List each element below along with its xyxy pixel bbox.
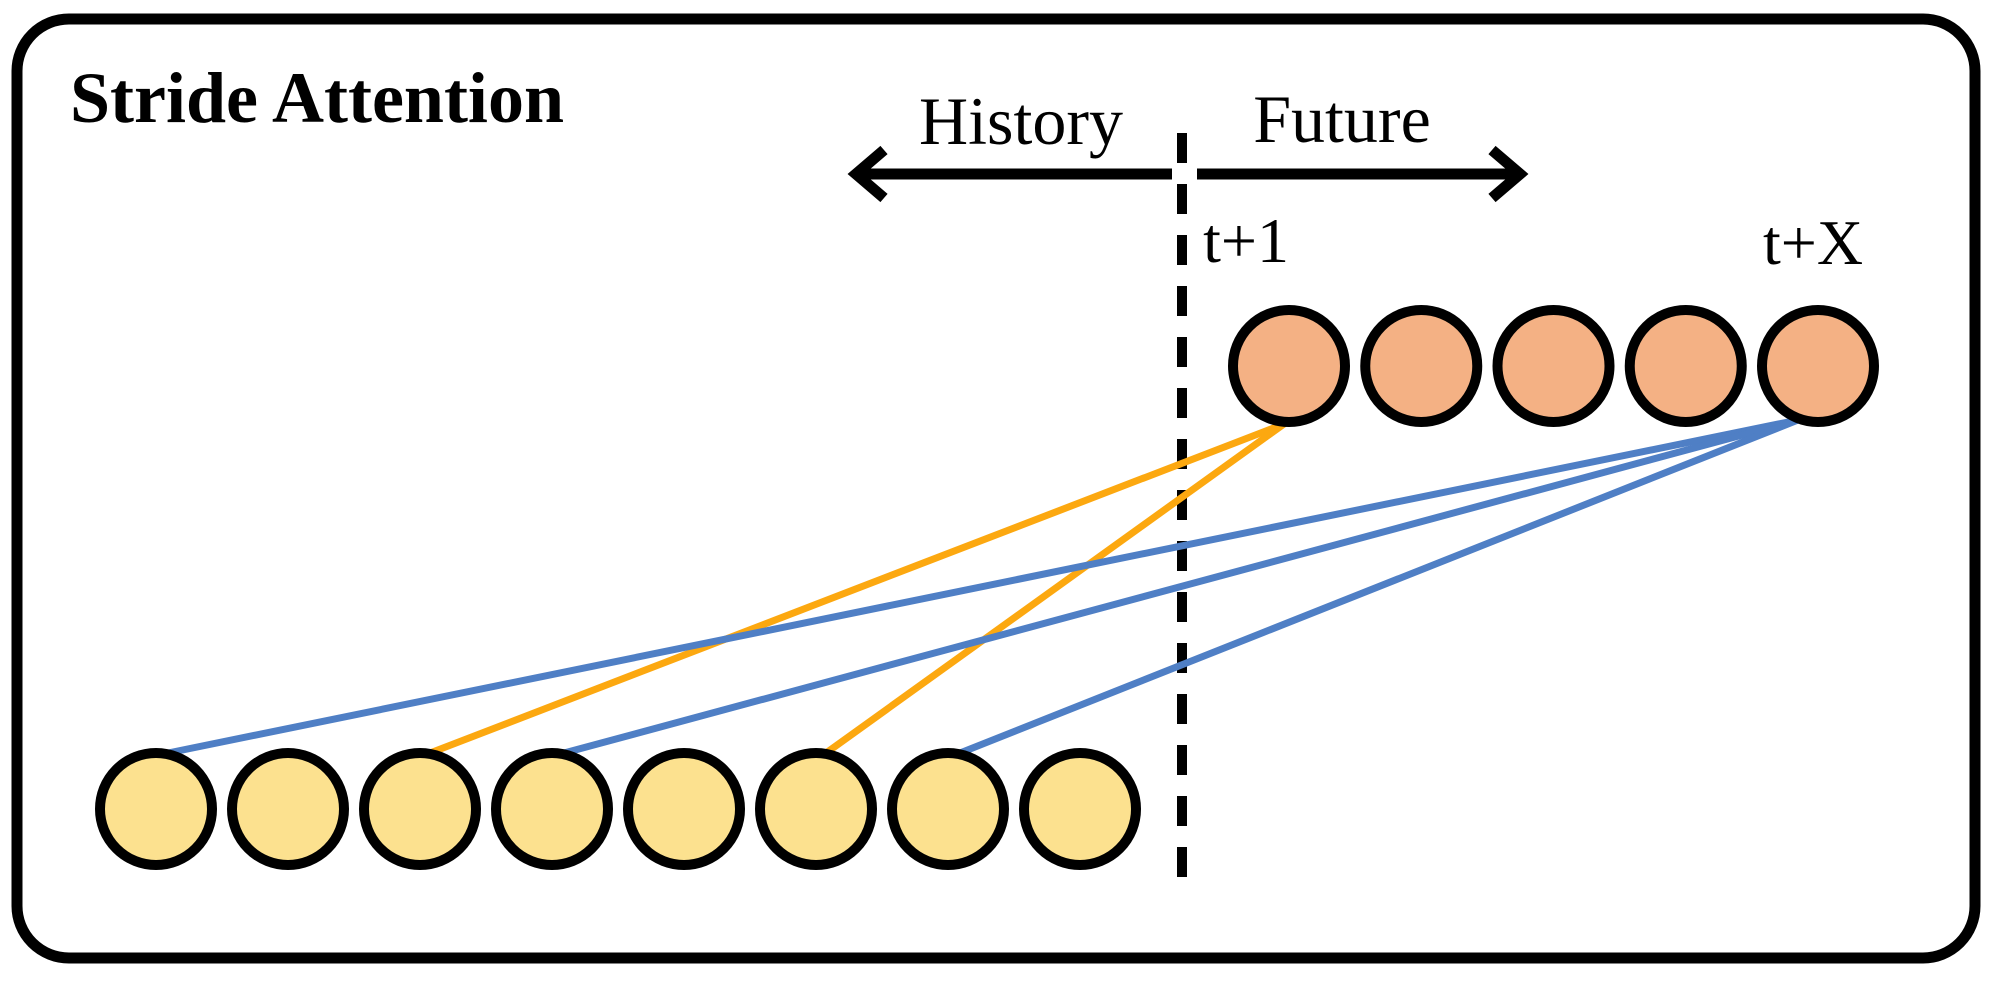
future-token-4: [1624, 305, 1747, 427]
future-arrow-head-icon: [1488, 145, 1529, 203]
figure-border: [11, 13, 1981, 964]
history-token-3: [359, 748, 481, 870]
history-token-4: [491, 748, 613, 870]
future-token-row: [1228, 305, 1879, 427]
history-token-8: [1019, 748, 1141, 870]
attention-line-tx-to-h1: [164, 416, 1802, 757]
t-plus-x-label: t+X: [1763, 207, 1863, 278]
future-token-5: [1757, 305, 1879, 427]
history-token-5: [623, 748, 745, 870]
history-label: History: [919, 83, 1123, 159]
attention-line-tx-to-h4: [560, 416, 1802, 757]
future-arrow: [1197, 145, 1529, 203]
t-plus-1-label: t+1: [1203, 205, 1289, 276]
history-arrow-head-icon: [847, 145, 888, 203]
history-token-2: [227, 748, 349, 870]
attention-connections: [164, 416, 1802, 757]
future-token-2: [1360, 305, 1483, 427]
attention-line-tx-to-h7: [956, 416, 1802, 757]
figure-title: Stride Attention: [70, 58, 564, 138]
history-token-row: [95, 748, 1141, 870]
future-label: Future: [1253, 81, 1431, 157]
history-arrow: [847, 145, 1172, 203]
attention-line-t1-to-h6: [822, 420, 1288, 757]
history-token-7: [887, 748, 1009, 870]
future-token-3: [1492, 305, 1615, 427]
future-token-1: [1228, 305, 1350, 427]
attention-line-t1-to-h3: [426, 420, 1288, 757]
history-token-6: [755, 748, 877, 870]
history-token-1: [95, 748, 217, 870]
